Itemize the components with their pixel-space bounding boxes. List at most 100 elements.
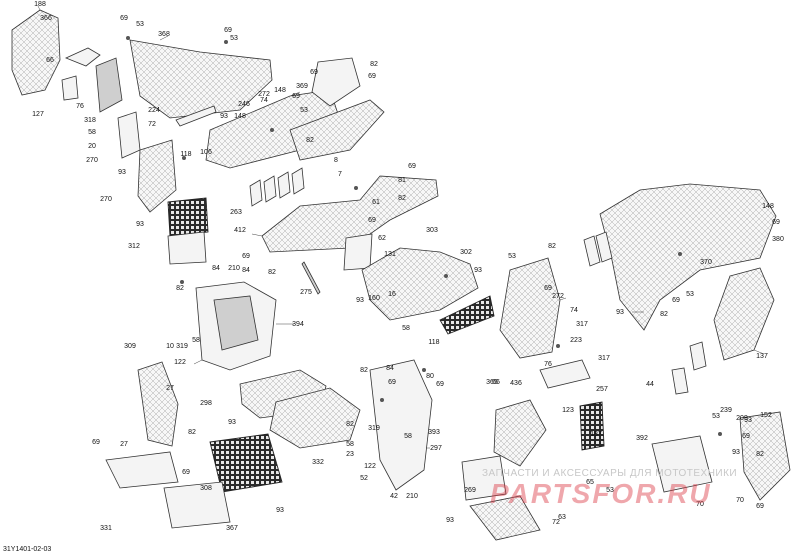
- callout-123: 123: [562, 407, 574, 414]
- callout-187: 187: [590, 431, 602, 438]
- callout-53: 53: [230, 35, 238, 42]
- callout-74: 74: [260, 97, 268, 104]
- callout-81: 81: [398, 177, 406, 184]
- callout-58: 58: [404, 433, 412, 440]
- callout-44: 44: [646, 381, 654, 388]
- callout-16: 16: [388, 291, 396, 298]
- callout-131: 131: [384, 251, 396, 258]
- callout-148: 148: [762, 203, 774, 210]
- callout-380: 380: [772, 236, 784, 243]
- callout-319: 319: [176, 343, 188, 350]
- callout-69: 69: [292, 93, 300, 100]
- bracket-72: [117, 111, 141, 159]
- callout-312: 312: [128, 243, 140, 250]
- callout-318: 318: [84, 117, 96, 124]
- cover-123: [461, 455, 507, 501]
- callout-53: 53: [136, 21, 144, 28]
- trim-224: [175, 105, 217, 127]
- callout-27: 27: [166, 385, 174, 392]
- callout-82: 82: [346, 421, 354, 428]
- deflector-62: [311, 57, 361, 107]
- callout-76: 76: [544, 361, 552, 368]
- callout-436: 436: [510, 380, 522, 387]
- side-fairing-370: [599, 183, 777, 331]
- callout-53: 53: [686, 291, 694, 298]
- callout-365: 365: [486, 379, 498, 386]
- callout-58: 58: [192, 337, 200, 344]
- callout-317: 317: [598, 355, 610, 362]
- callout-76: 76: [76, 103, 84, 110]
- callout-137: 137: [756, 353, 768, 360]
- callout-93: 93: [474, 267, 482, 274]
- callout-82: 82: [548, 243, 556, 250]
- lower-panel-412: [261, 175, 439, 253]
- callout-84: 84: [242, 267, 250, 274]
- skid-plate-297: [269, 387, 361, 449]
- callout-8: 8: [334, 157, 338, 164]
- callout-269: 269: [464, 487, 476, 494]
- callout-122: 122: [364, 463, 376, 470]
- callout-93: 93: [732, 449, 740, 456]
- diagram-code: 31Y1401-02-03: [3, 546, 52, 553]
- callout-93: 93: [616, 309, 624, 316]
- callout-270: 270: [100, 196, 112, 203]
- grille-mesh-93: [167, 197, 209, 237]
- slats-257: [583, 231, 613, 267]
- callout-394: 394: [292, 321, 304, 328]
- callout-152: 152: [760, 412, 772, 419]
- callout-370: 370: [700, 259, 712, 266]
- callout-297: 297: [430, 445, 442, 452]
- callout-369: 369: [296, 83, 308, 90]
- side-panel-188: [11, 9, 61, 96]
- callout-93: 93: [744, 417, 752, 424]
- callout-72: 72: [552, 519, 560, 526]
- callout-317: 317: [576, 321, 588, 328]
- callout-239: 239: [720, 407, 732, 414]
- watermark-logo: PARTSFOR.RU: [490, 478, 712, 509]
- callout-210: 210: [406, 493, 418, 500]
- callout-210: 210: [228, 265, 240, 272]
- callout-93: 93: [276, 507, 284, 514]
- callout-84: 84: [212, 265, 220, 272]
- grille-392: [579, 401, 605, 451]
- callout-65: 65: [586, 479, 594, 486]
- cover-312: [167, 231, 207, 265]
- callout-82: 82: [370, 61, 378, 68]
- callout-82: 82: [398, 195, 406, 202]
- panel-270: [137, 139, 177, 213]
- panel-365: [493, 399, 547, 467]
- callout-392: 392: [636, 435, 648, 442]
- callout-62: 62: [378, 235, 386, 242]
- callout-303: 303: [426, 227, 438, 234]
- callout-84: 84: [386, 365, 394, 372]
- callout-52: 52: [360, 475, 368, 482]
- callout-61: 61: [372, 199, 380, 206]
- callout-69: 69: [756, 503, 764, 510]
- callout-80: 80: [426, 373, 434, 380]
- leader-lines: [37, 5, 765, 449]
- callout-82: 82: [268, 269, 276, 276]
- callout-257: 257: [596, 386, 608, 393]
- callout-82: 82: [176, 285, 184, 292]
- callout-118: 118: [428, 339, 439, 346]
- callout-69: 69: [242, 253, 250, 260]
- callout-93: 93: [446, 517, 454, 524]
- frame-inner: [213, 295, 259, 351]
- callout-23: 23: [346, 451, 354, 458]
- callout-66: 66: [492, 379, 500, 386]
- callout-319: 319: [368, 425, 380, 432]
- callout-188: 188: [34, 1, 46, 8]
- callout-58: 58: [402, 325, 410, 332]
- callout-70: 70: [736, 497, 744, 504]
- callout-127: 127: [32, 111, 44, 118]
- panel-309: [137, 361, 179, 447]
- callout-69: 69: [544, 285, 552, 292]
- callout-302: 302: [460, 249, 472, 256]
- callout-53: 53: [606, 487, 614, 494]
- side-trim-82: [289, 99, 385, 161]
- callout-69: 69: [388, 379, 396, 386]
- callout-82: 82: [188, 429, 196, 436]
- callout-69: 69: [368, 217, 376, 224]
